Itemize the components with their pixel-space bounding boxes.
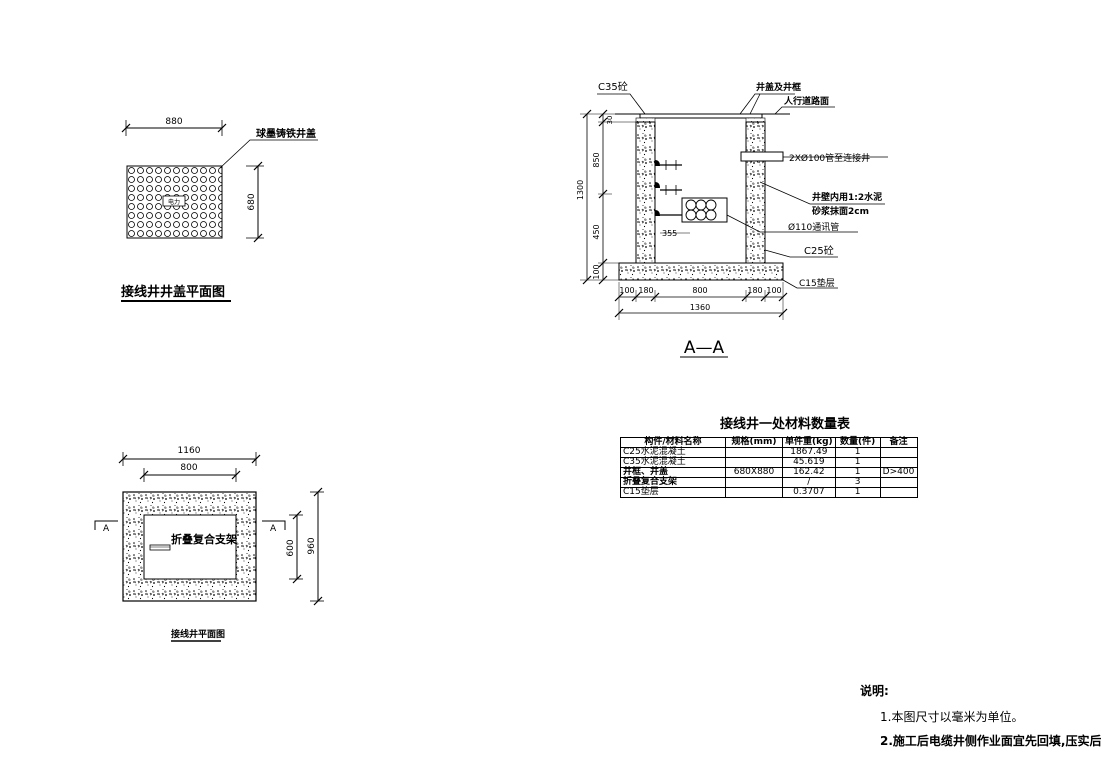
cover-width-dim: 880	[165, 117, 182, 127]
label-wall-line1: 井壁内用1:2水泥	[812, 191, 882, 203]
table-cell: 1	[834, 487, 881, 498]
label-road: 人行道路面	[783, 95, 829, 107]
table-cell: D>400	[879, 467, 918, 478]
dim-b3: 800	[692, 286, 707, 295]
dim-30: 30	[606, 116, 614, 125]
label-cover-frame: 井盖及井框	[756, 81, 801, 93]
table-cell: 0.3707	[782, 487, 836, 498]
table-cell: 45.619	[782, 457, 836, 468]
table-header-cell: 构件/材料名称	[620, 437, 726, 448]
base-slab	[618, 262, 784, 281]
section-a-a: 1300 30 850 450 100 355 100 180 800 180 …	[576, 80, 888, 358]
label-pipe110: Ø110通讯管	[788, 221, 839, 233]
table-cell: /	[782, 477, 836, 488]
dim-450: 450	[592, 224, 601, 239]
label-c25: C25砼	[804, 244, 834, 257]
label-c15: C15垫层	[799, 277, 835, 289]
left-wall	[635, 121, 656, 264]
table-title: 接线井一处材料数量表	[720, 416, 851, 432]
table-row: C25水泥混凝土 1867.49 1	[620, 447, 918, 458]
dim-1300: 1300	[576, 180, 585, 200]
dim-100v: 100	[592, 264, 601, 279]
table-cell: 1867.49	[782, 447, 836, 458]
table-cell	[879, 487, 918, 498]
table-header-cell: 单件重(kg)	[782, 437, 836, 448]
dim-355: 355	[662, 229, 677, 238]
well-height-outer-dim: 960	[307, 537, 317, 554]
table-cell	[725, 447, 783, 458]
dim-850: 850	[592, 152, 601, 167]
notes-heading: 说明:	[860, 684, 889, 698]
well-outer-dim: 1160	[178, 446, 201, 456]
table-header-cell: 数量(件)	[834, 437, 881, 448]
table-cell: 162.42	[782, 467, 836, 478]
well-center-label: 折叠复合支架	[171, 532, 237, 546]
cover-frame	[639, 113, 763, 119]
table-cell	[879, 447, 918, 458]
label-c35: C35砼	[598, 80, 628, 93]
cover-center-label: 电力	[168, 198, 180, 206]
table-cell: C35水泥混凝土	[620, 457, 726, 468]
table-cell: 3	[834, 477, 881, 488]
notes-line-2: 2.施工后电缆井侧作业面宜先回填,压实后	[880, 734, 1101, 748]
table-cell: 680X880	[725, 467, 783, 478]
table-cell: 1	[834, 457, 881, 468]
table-cell	[725, 487, 783, 498]
cover-plan-view: 880 电力 680 球墨铸铁井盖 接线井井盖平面图	[121, 117, 318, 302]
table-cell: C25水泥混凝土	[620, 447, 726, 458]
dim-b2: 180	[638, 286, 653, 295]
well-plan-view: 1160 800 折叠复合支架 A A 600 960 接线井平面图	[94, 446, 324, 642]
section-title: A—A	[684, 338, 725, 358]
table-cell	[725, 457, 783, 468]
table-cell	[879, 477, 918, 488]
section-mark-left: A	[103, 524, 110, 534]
table-row: C35水泥混凝土 45.619 1	[620, 457, 918, 468]
material-table: 构件/材料名称 规格(mm) 单件重(kg) 数量(件) 备注 C25水泥混凝土…	[620, 437, 918, 498]
table-header-cell: 备注	[879, 437, 918, 448]
table-cell: 1	[834, 447, 881, 458]
well-plan-title: 接线井平面图	[171, 628, 225, 640]
well-height-inner-dim: 600	[286, 539, 296, 556]
table-cell: C15垫层	[620, 487, 726, 498]
well-inner-dim: 800	[180, 463, 197, 473]
table-header-row: 构件/材料名称 规格(mm) 单件重(kg) 数量(件) 备注	[620, 437, 918, 448]
table-row: C15垫层 0.3707 1	[620, 487, 918, 498]
table-header-cell: 规格(mm)	[725, 437, 783, 448]
table-row: 井框、井盖 680X880 162.42 1 D>400	[620, 467, 918, 478]
label-wall-line2: 砂浆抹面2cm	[812, 205, 869, 217]
dim-b5: 100	[766, 286, 781, 295]
dim-b4: 180	[747, 286, 762, 295]
table-cell: 折叠复合支架	[620, 477, 726, 488]
label-pipe100: 2XØ100管至连接井	[789, 152, 870, 164]
dim-b1: 100	[619, 286, 634, 295]
right-wall	[745, 121, 766, 264]
table-row: 折叠复合支架 / 3	[620, 477, 918, 488]
notes-line-1: 1.本图尺寸以毫米为单位。	[880, 710, 1024, 724]
dim-total: 1360	[690, 303, 710, 312]
cover-height-dim: 680	[247, 193, 257, 210]
table-cell	[725, 477, 783, 488]
table-cell	[879, 457, 918, 468]
cover-plan-title: 接线井井盖平面图	[121, 284, 225, 300]
cover-callout: 球墨铸铁井盖	[256, 127, 316, 140]
section-mark-right: A	[270, 524, 277, 534]
table-cell: 井框、井盖	[620, 467, 726, 478]
table-cell: 1	[834, 467, 881, 478]
